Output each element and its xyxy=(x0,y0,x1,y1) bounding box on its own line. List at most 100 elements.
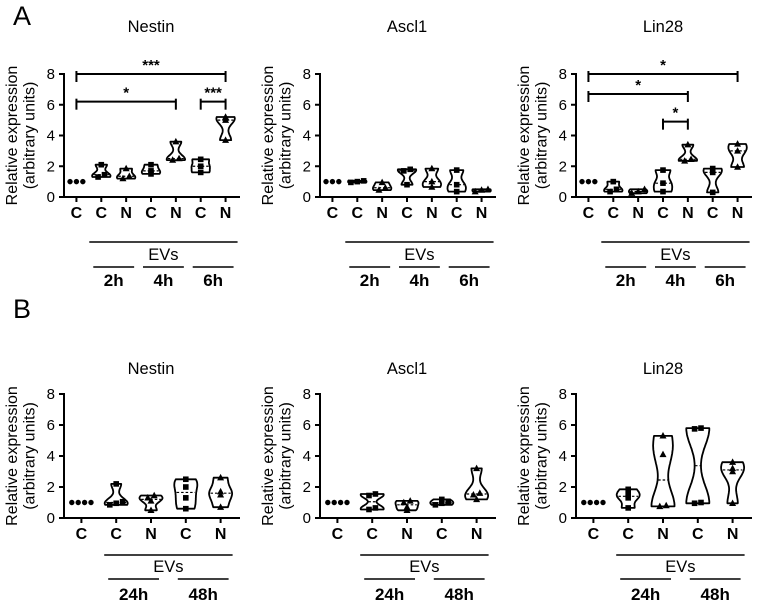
data-point-square xyxy=(183,505,189,512)
y-axis-label-line2: (arbitrary units) xyxy=(278,402,295,510)
data-point-square xyxy=(660,188,666,195)
data-point-circle xyxy=(67,178,73,185)
y-axis-label-line1: Relative expression xyxy=(516,386,533,526)
group-label: C xyxy=(692,526,704,543)
group-label: C xyxy=(657,205,669,222)
time-label: 2h xyxy=(104,271,124,290)
group-label: N xyxy=(727,526,739,543)
y-tick-label: 8 xyxy=(303,66,311,83)
group-label: C xyxy=(588,526,600,543)
data-point-square xyxy=(439,500,445,507)
violin-shape xyxy=(685,427,711,505)
y-tick-label: 2 xyxy=(303,158,311,175)
violin-shape xyxy=(727,143,748,168)
data-point-square xyxy=(610,178,617,185)
y-tick-label: 8 xyxy=(47,66,55,83)
plot-title: Ascl1 xyxy=(387,360,427,378)
group-label: N xyxy=(732,205,744,222)
y-axis-label-line2: (arbitrary units) xyxy=(22,82,39,190)
group-label: N xyxy=(471,526,483,543)
y-tick-label: 6 xyxy=(303,97,311,114)
significance-label: *** xyxy=(142,57,160,74)
y-tick-label: 6 xyxy=(559,97,567,114)
data-point-square xyxy=(660,180,666,186)
data-point-triangle xyxy=(484,185,492,193)
data-point-triangle xyxy=(478,186,486,193)
plot-title: Nestin xyxy=(128,360,175,378)
significance-label: * xyxy=(673,105,679,122)
panel-label-b: B xyxy=(13,294,32,324)
group-label: C xyxy=(366,526,378,543)
data-point-triangle xyxy=(381,183,389,191)
y-axis-label-line1: Relative expression xyxy=(516,66,533,206)
data-point-circle xyxy=(325,499,331,506)
data-point-triangle xyxy=(687,155,695,163)
group-label: N xyxy=(657,526,669,543)
data-point-triangle xyxy=(150,491,158,499)
data-point-triangle xyxy=(471,187,479,195)
data-point-square xyxy=(453,167,460,173)
data-point-circle xyxy=(336,178,342,185)
data-point-square xyxy=(183,495,189,501)
group-label: C xyxy=(71,205,83,222)
time-label: 2h xyxy=(360,271,380,290)
data-point-square xyxy=(119,498,126,505)
time-label: 6h xyxy=(715,271,735,290)
group-label: C xyxy=(145,205,157,222)
data-point-square xyxy=(432,502,439,508)
y-tick-label: 8 xyxy=(47,386,55,403)
data-point-triangle xyxy=(681,157,689,164)
y-tick-label: 4 xyxy=(559,448,567,465)
evs-label: EVs xyxy=(665,558,695,576)
violin-shape xyxy=(173,478,199,510)
data-point-triangle xyxy=(659,450,667,458)
time-label: 24h xyxy=(119,585,148,604)
group-label: C xyxy=(707,205,719,222)
time-label: 4h xyxy=(154,271,174,290)
data-point-triangle xyxy=(406,497,414,504)
data-point-circle xyxy=(69,499,75,506)
group-label: C xyxy=(327,205,339,222)
data-point-triangle xyxy=(469,490,477,498)
group-label: N xyxy=(376,205,388,222)
time-label: 48h xyxy=(445,585,474,604)
data-point-triangle xyxy=(656,502,664,510)
data-point-circle xyxy=(323,178,329,185)
y-tick-label: 4 xyxy=(303,128,311,145)
data-point-square xyxy=(372,491,379,497)
data-point-triangle xyxy=(217,487,225,495)
group-label: C xyxy=(622,526,634,543)
evs-label: EVs xyxy=(660,246,690,264)
group-label: C xyxy=(401,205,413,222)
group-label: N xyxy=(145,526,157,543)
y-tick-label: 6 xyxy=(559,417,567,434)
panel-label-a: A xyxy=(13,1,32,31)
data-point-square xyxy=(625,505,631,511)
significance-label: * xyxy=(123,85,129,102)
data-point-triangle xyxy=(147,506,155,513)
evs-label: EVs xyxy=(404,246,434,264)
data-point-circle xyxy=(587,499,593,506)
y-tick-label: 0 xyxy=(559,510,567,527)
time-label: 6h xyxy=(203,271,223,290)
violin-shape xyxy=(359,493,385,511)
data-point-triangle xyxy=(403,503,411,510)
y-tick-label: 0 xyxy=(47,189,55,206)
evs-label: EVs xyxy=(409,558,439,576)
group-label: N xyxy=(476,205,488,222)
data-point-circle xyxy=(80,178,86,185)
group-label: N xyxy=(120,205,132,222)
data-point-square xyxy=(698,425,704,431)
data-point-square xyxy=(439,496,445,503)
data-point-triangle xyxy=(172,137,180,145)
time-label: 2h xyxy=(616,271,636,290)
data-point-triangle xyxy=(119,174,127,182)
y-axis-label-line1: Relative expression xyxy=(4,386,21,526)
data-point-square xyxy=(453,188,460,195)
group-label: N xyxy=(215,526,227,543)
